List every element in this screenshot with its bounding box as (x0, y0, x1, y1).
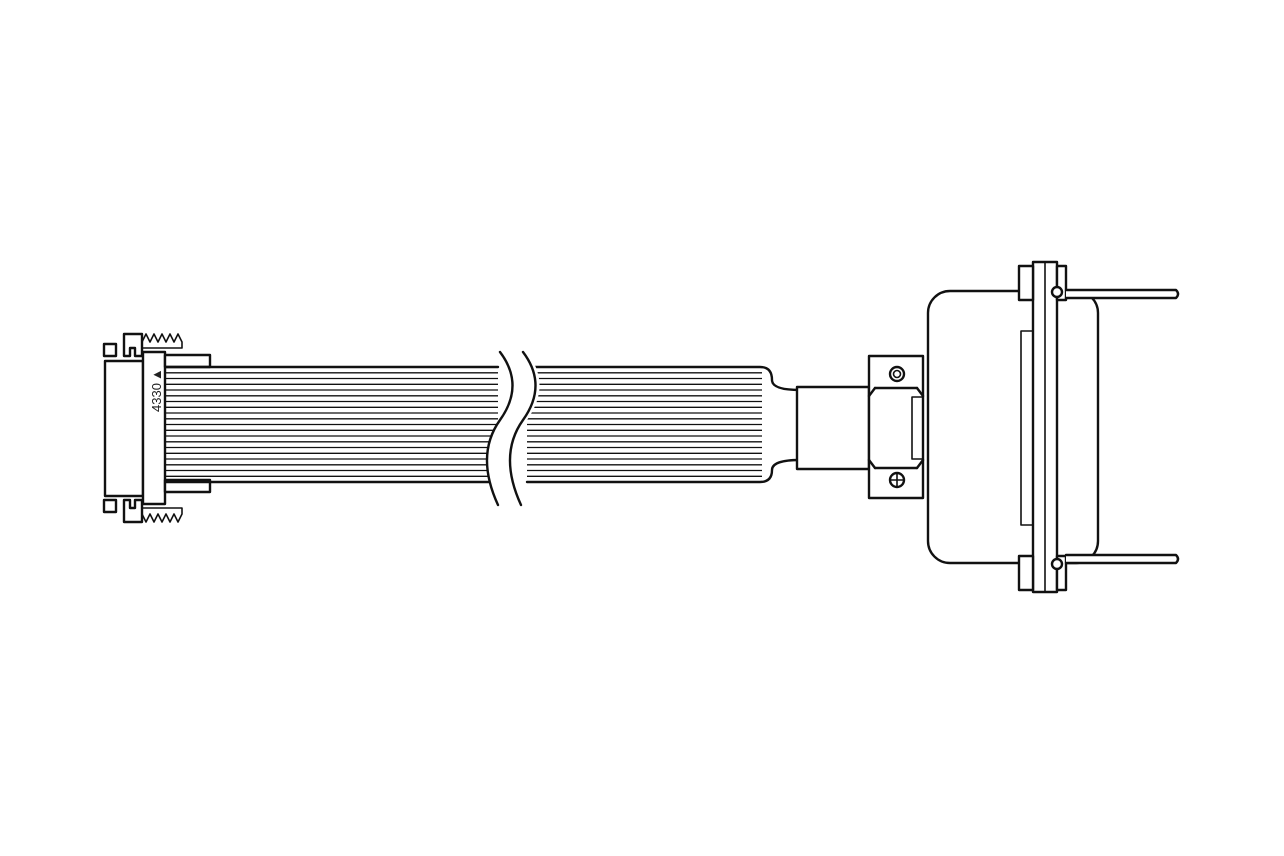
left-lower-clip (102, 498, 118, 514)
left-connector-body (103, 359, 145, 498)
clamp-bottom-screw (888, 471, 906, 489)
clamp-bottom-screw-cross (890, 473, 904, 487)
top-jackscrew-left (1017, 264, 1035, 302)
clamp-bracket (867, 354, 925, 500)
bottom-jackscrew-right (1055, 554, 1068, 592)
top-contact-pin (1064, 288, 1180, 300)
cable-break-mask (486, 352, 540, 505)
strain-relief-sleeve (795, 385, 871, 471)
bottom-flange-nut (1050, 557, 1064, 571)
cable-break-line-left (485, 350, 514, 507)
bottom-jackscrew-left (1017, 554, 1035, 592)
left-upper-latch (122, 332, 144, 358)
left-lower-latch (122, 498, 144, 524)
ribbon-outline-bottom-right (525, 458, 802, 484)
left-connector-cover (141, 350, 167, 506)
top-jackscrew-right (1055, 264, 1068, 302)
left-upper-clip (102, 342, 118, 358)
cable-break-line-right (508, 350, 537, 507)
clamp-top-screw-hole (892, 369, 902, 379)
connector-part-marking: 4330▲ (149, 368, 164, 412)
left-lower-screw (141, 507, 183, 523)
left-strain-tab-top (163, 353, 212, 369)
clamp-bracket-lines (873, 386, 919, 470)
cable-strain-relief (795, 354, 925, 500)
bottom-contact-pin (1064, 553, 1180, 565)
ribbon-cable (164, 350, 802, 507)
left-idc-connector: 4330▲ (102, 332, 212, 524)
connector-hood (926, 289, 1100, 565)
clamp-top-screw (888, 365, 906, 383)
top-flange-nut (1050, 285, 1064, 299)
ribbon-outline-top-right (525, 365, 802, 392)
ribbon-conductors (166, 372, 762, 477)
right-d-sub-connector (926, 260, 1180, 594)
left-upper-screw (141, 333, 183, 349)
clamp-inner-plate (911, 396, 924, 460)
clamp-chamfers (867, 386, 925, 470)
